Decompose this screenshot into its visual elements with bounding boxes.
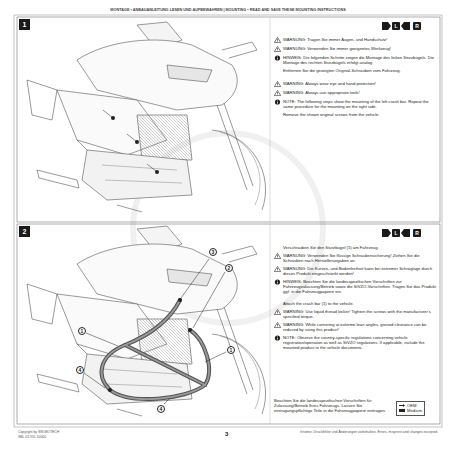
callout-number: 3 — [209, 248, 217, 256]
step-number-text: 2 — [23, 228, 27, 235]
instruction-row: WARNUNG: Verwenden Sie immer geeignetes … — [274, 46, 438, 52]
step-number-text: 1 — [23, 21, 27, 28]
instruction-text: WARNING: Always use appropriate tools! — [283, 90, 438, 95]
instruction-text: WARNUNG: Verwenden Sie flüssige Schraube… — [283, 253, 438, 263]
callout-number: 4 — [157, 405, 165, 413]
instruction-row: WARNUNG: Tragen Sie immer Augen- und Han… — [274, 37, 438, 43]
torque-icon — [399, 403, 405, 408]
instruction-row: Attach the crash bar (1) to the vehicle. — [274, 301, 438, 306]
instruction-row: WARNUNG: Die Kurven- und Bodenfreiheit k… — [274, 266, 438, 276]
side-letter: L — [392, 22, 400, 30]
side-letter: R — [413, 22, 421, 30]
instruction-row: Remove the shown original screws from th… — [274, 112, 438, 117]
instruction-row: NOTE: Observe the country-specific regul… — [274, 335, 438, 350]
instruction-text: NOTE: Observe the country-specific regul… — [283, 335, 438, 350]
torque-icon — [399, 408, 405, 413]
footer-text: Copyright by SW-MOTECH — [18, 430, 138, 434]
instruction-text: WARNUNG: Die Kurven- und Bodenfreiheit k… — [283, 266, 438, 276]
instruction-text: NOTE: The following steps show the mount… — [283, 99, 438, 109]
warning-icon — [274, 266, 281, 272]
note-text: Beachten Sie die landesspezifischen Vors… — [274, 398, 392, 413]
instruction-row: WARNING: Use liquid thread locker! Tight… — [274, 309, 438, 319]
instruction-text: Entfernen Sie die gezeigten Original-Sch… — [283, 68, 438, 73]
text-row: OEM — [399, 403, 422, 408]
instruction-column: Verschrauben Sie den Sturzbügel (1) am F… — [274, 245, 438, 354]
instruction-text: Verschrauben Sie den Sturzbügel (1) am F… — [283, 245, 438, 250]
instruction-text: HINWEIS: Beachten Sie die landesspezifis… — [283, 279, 438, 294]
header-text: MONTAGE • ANBAUANLEITUNG LESEN UND AUFBE… — [18, 8, 438, 12]
warning-icon — [274, 46, 281, 52]
instruction-row: Entfernen Sie die gezeigten Original-Sch… — [274, 68, 438, 73]
callout-number: 1 — [227, 346, 235, 354]
instruction-text: HINWEIS: Die folgenden Schritte zeigen d… — [283, 55, 438, 65]
text-row: 2 — [20, 226, 29, 237]
instruction-row: HINWEIS: Die folgenden Schritte zeigen d… — [274, 55, 438, 65]
step-number: 2 — [19, 226, 30, 237]
callout-number: 4 — [76, 366, 84, 374]
warning-icon — [274, 309, 281, 315]
instruction-column: WARNUNG: Tragen Sie immer Augen- und Han… — [274, 37, 438, 120]
info-icon — [274, 335, 281, 341]
instruction-row: Verschrauben Sie den Sturzbügel (1) am F… — [274, 245, 438, 250]
info-icon — [274, 99, 281, 105]
instruction-text: WARNING: While cornering at extreme lean… — [283, 322, 438, 332]
instruction-text: WARNUNG: Tragen Sie immer Augen- und Han… — [283, 37, 438, 42]
instruction-row: WARNING: Always wear eye and hand protec… — [274, 81, 438, 87]
instruction-row: WARNING: Always use appropriate tools! — [274, 90, 438, 96]
warning-icon — [274, 81, 281, 87]
instruction-text: WARNING: Always wear eye and hand protec… — [283, 81, 438, 86]
table-text: OEM — [407, 403, 417, 408]
warning-icon — [274, 90, 281, 96]
callout-number: 2 — [225, 264, 233, 272]
page-number: 3 — [225, 431, 228, 437]
instruction-row: WARNUNG: Verwenden Sie flüssige Schraube… — [274, 253, 438, 263]
info-icon — [274, 279, 281, 285]
footer-text: Irrtümer, Druckfehler und Änderungen vor… — [300, 430, 440, 434]
instruction-text: WARNING: Use liquid thread locker! Tight… — [283, 309, 438, 319]
step-number: 1 — [19, 19, 30, 30]
instruction-row: HINWEIS: Beachten Sie die landesspezifis… — [274, 279, 438, 294]
instruction-text: Attach the crash bar (1) to the vehicle. — [283, 301, 438, 306]
text-row: Medium — [399, 408, 422, 413]
instruction-text: WARNUNG: Verwenden Sie immer geeignetes … — [283, 46, 438, 51]
text-row: 1 — [20, 19, 29, 30]
instruction-text: Remove the shown original screws from th… — [283, 112, 438, 117]
side-letter: R — [413, 229, 421, 237]
warning-icon — [274, 253, 281, 259]
warning-icon — [274, 322, 281, 328]
side-letter: L — [392, 229, 400, 237]
info-icon — [274, 55, 281, 61]
warning-icon — [274, 37, 281, 43]
callout-number: 1 — [78, 327, 86, 335]
instruction-row: WARNING: While cornering at extreme lean… — [274, 322, 438, 332]
table-text: Medium — [407, 408, 422, 413]
instruction-row: NOTE: The following steps show the mount… — [274, 99, 438, 109]
torque-table: OEMMedium — [396, 401, 425, 416]
footer-text: SBL.01.951.10000 — [18, 435, 138, 439]
